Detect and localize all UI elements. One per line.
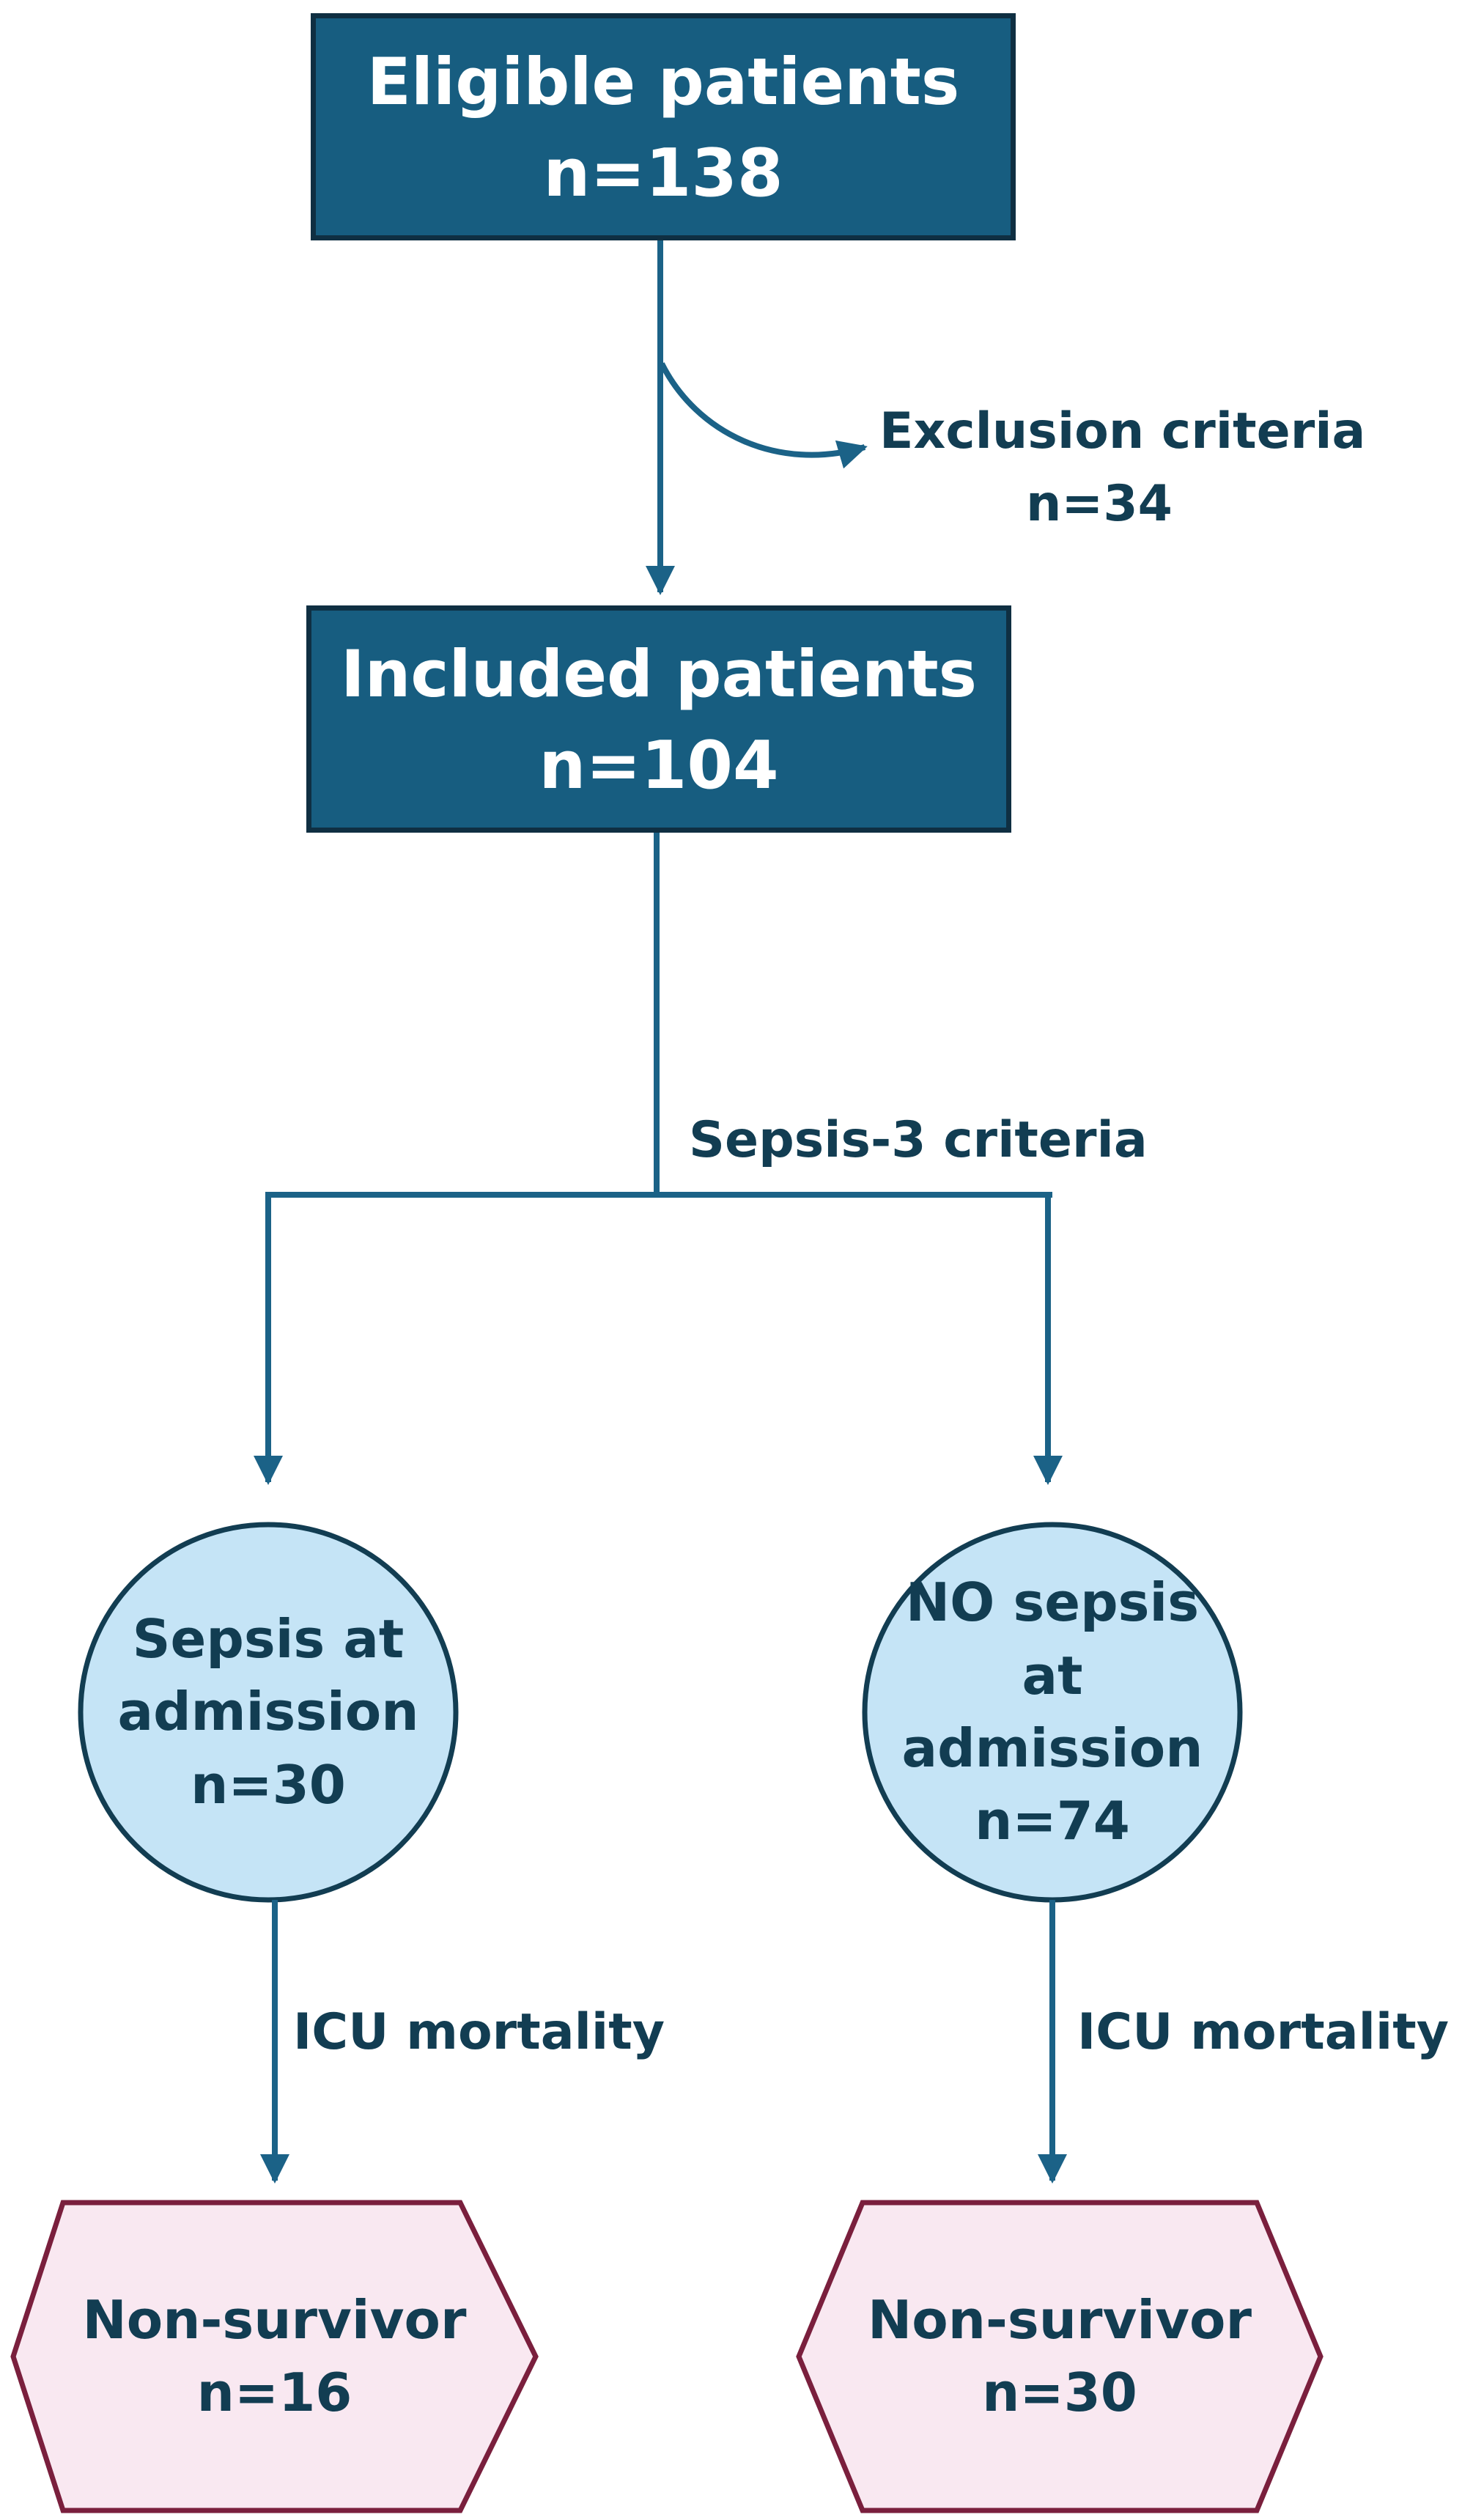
exclusion-count: n=34: [1025, 474, 1173, 533]
nonsurvivor-right-title: Non-survivor: [867, 2288, 1252, 2351]
nonsurvivor-left-count: n=16: [196, 2362, 352, 2423]
icu-mortality-label-right: ICU mortality: [1077, 2003, 1450, 2061]
split-criteria-label: Sepsis-3 criteria: [689, 1111, 1148, 1169]
nonsurvivor-left-text: Non-survivor n=16: [13, 2203, 536, 2510]
included-patients-box: Included patients n=104: [306, 605, 1011, 833]
eligible-patients-count: n=138: [543, 135, 783, 213]
icu-mortality-label-left: ICU mortality: [293, 2003, 665, 2061]
eligible-patients-box: Eligible patients n=138: [311, 13, 1016, 240]
sepsis-circle-text: Sepsis at admission n=30: [81, 1525, 456, 1900]
sepsis-line1: Sepsis at: [132, 1607, 405, 1670]
included-patients-title: Included patients: [340, 636, 978, 712]
sepsis-count: n=30: [191, 1753, 346, 1816]
nonsurvivor-right-hexagon: [796, 2200, 1323, 2513]
no-sepsis-circle-text: NO sepsis at admission n=74: [865, 1525, 1240, 1900]
nonsurvivor-right-count: n=30: [982, 2362, 1137, 2423]
exclusion-title: Exclusion criteria: [879, 402, 1366, 460]
eligible-patients-title: Eligible patients: [366, 44, 960, 120]
sepsis-line2: admission: [117, 1681, 419, 1743]
sepsis-circle: [78, 1522, 459, 1903]
exclusion-label: Exclusion criteria n=34: [879, 396, 1366, 540]
nonsurvivor-right-text: Non-survivor n=30: [799, 2203, 1321, 2510]
no-sepsis-count: n=74: [975, 1790, 1130, 1852]
no-sepsis-line1: NO sepsis: [905, 1572, 1200, 1634]
arrow-exclusion: [659, 362, 868, 469]
nonsurvivor-left-title: Non-survivor: [82, 2288, 467, 2351]
nonsurvivor-left-hexagon: [10, 2200, 539, 2513]
included-patients-count: n=104: [539, 727, 779, 805]
no-sepsis-line2: at admission: [901, 1644, 1203, 1779]
